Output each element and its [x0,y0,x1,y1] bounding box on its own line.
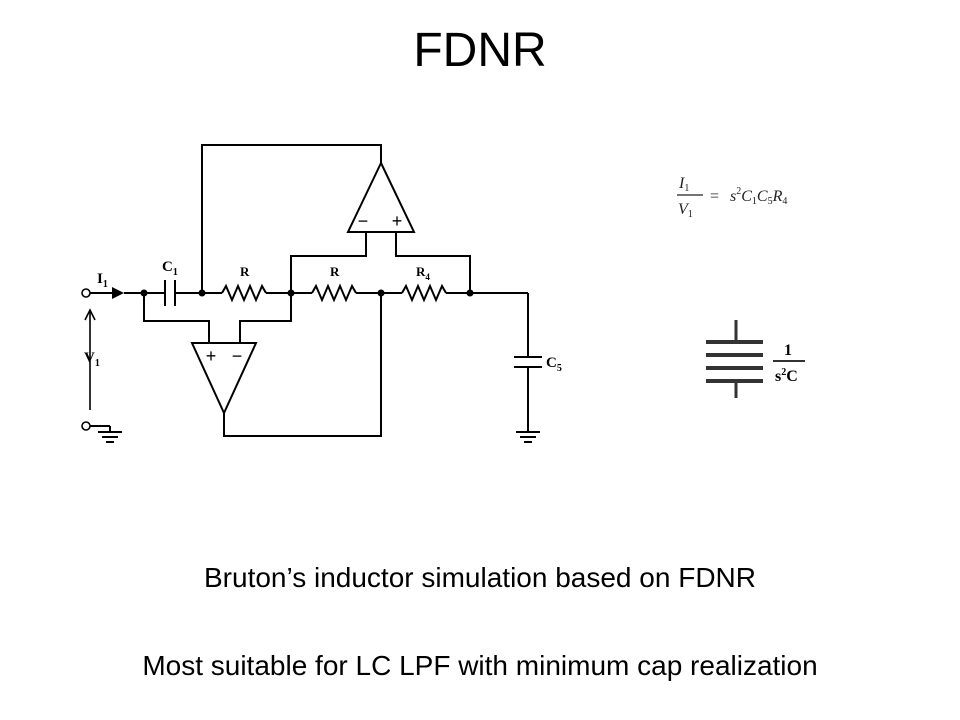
caption-bruton: Bruton’s inductor simulation based on FD… [204,562,756,593]
ground-icon [98,431,122,443]
r4-label: R4 [416,264,430,282]
circuit-labels: I1 V1 C1 R R R4 C5 − + + − [84,211,562,374]
caption-lpf: Most suitable for LC LPF with minimum ca… [142,650,818,681]
equation-denominator: V1 [678,201,693,220]
wire-top-feedback [201,144,382,293]
voltage-label: V1 [84,350,100,369]
circuit-wiring [81,144,542,443]
opamp-top-plus: + [392,211,403,231]
wire-top-plus [395,232,471,293]
current-label: I1 [97,271,108,290]
resistor-r1 [221,283,267,303]
voltage-arrow-icon [84,308,96,321]
c1-label: C1 [162,259,178,278]
input-terminal-top [81,288,91,298]
opamp-top [346,160,416,233]
equation-numerator: I1 [678,175,689,194]
r1-label: R [240,264,250,279]
c5-label: C5 [546,355,562,374]
wire-bottom-minus [239,293,292,343]
input-terminal-bottom [81,421,91,431]
fdnr-symbol: 1 s2C [706,320,805,398]
opamp-bottom-minus: − [232,346,243,366]
equation-rhs: s2C1C5R4 [730,186,787,207]
ground-icon [516,431,540,443]
wire-bottom-output [223,293,382,437]
wire-bottom-plus [143,293,210,343]
transfer-equation: I1 V1 = s2C1C5R4 [677,175,787,220]
equation-equals: = [710,188,719,205]
wire-top-minus [290,232,367,293]
resistor-r2 [311,283,357,303]
fdnr-numerator: 1 [784,342,792,359]
fdnr-denominator: s2C [775,367,798,385]
slide-title: FDNR [413,24,547,77]
current-arrow-icon [112,287,124,299]
r2-label: R [330,264,340,279]
opamp-bottom-plus: + [206,346,217,366]
resistor-r4 [401,283,447,303]
opamp-bottom [190,342,258,416]
opamp-top-minus: − [358,211,369,231]
